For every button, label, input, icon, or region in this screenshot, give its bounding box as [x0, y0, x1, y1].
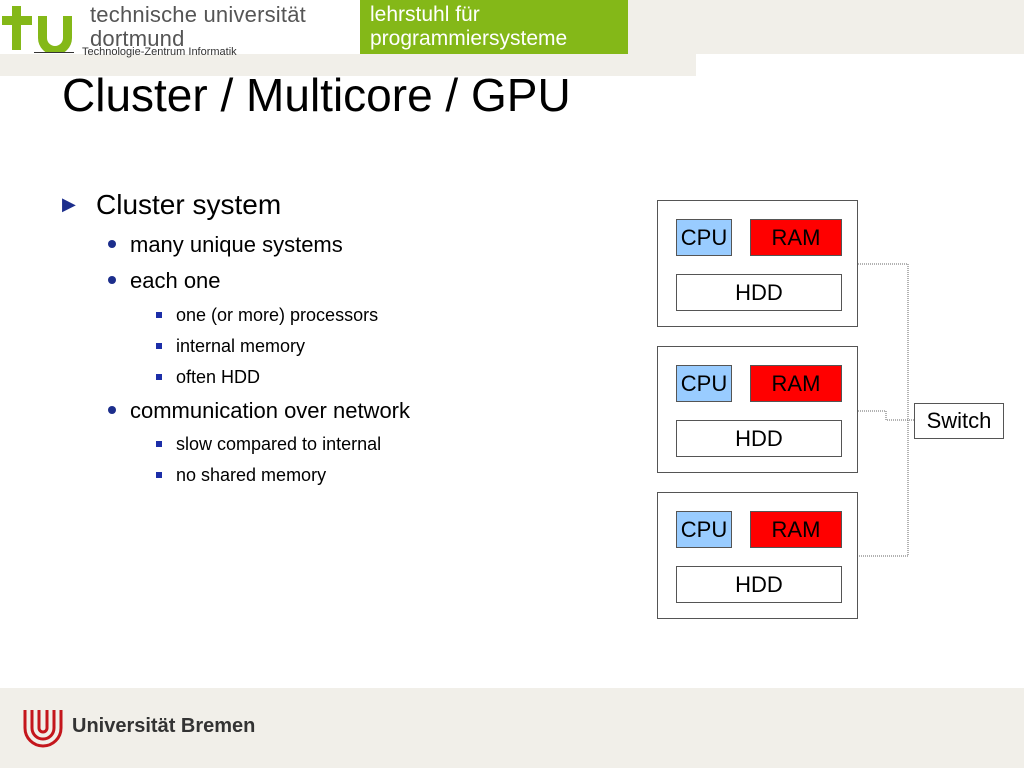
bullet-no-shared: no shared memory	[156, 464, 326, 486]
bullet-often-hdd: often HDD	[156, 366, 260, 388]
footer-bar	[0, 688, 1024, 768]
triangle-bullet-icon: ▶	[62, 194, 76, 214]
ram-box: RAM	[750, 511, 842, 548]
bullet-processors: one (or more) processors	[156, 304, 378, 326]
hdd-box: HDD	[676, 420, 842, 457]
bullet-each-one: each one	[108, 268, 221, 294]
bullet-cluster-system: ▶Cluster system	[62, 189, 282, 220]
square-bullet-icon	[156, 472, 162, 478]
square-bullet-icon	[156, 441, 162, 447]
cluster-node-3: CPU RAM HDD	[657, 492, 858, 619]
header-subtitle: Technologie-Zentrum Informatik	[30, 46, 237, 58]
tu-logo-block: technische universität dortmund	[0, 0, 360, 54]
ram-box: RAM	[750, 365, 842, 402]
square-bullet-icon	[156, 343, 162, 349]
bullet-slow-compared: slow compared to internal	[156, 433, 381, 455]
bullet-many-unique: many unique systems	[108, 232, 343, 258]
square-bullet-icon	[156, 312, 162, 318]
ram-box: RAM	[750, 219, 842, 256]
switch-box: Switch	[914, 403, 1004, 439]
chair-banner: lehrstuhl für programmiersysteme	[360, 0, 628, 54]
cluster-node-1: CPU RAM HDD	[657, 200, 858, 327]
cluster-node-2: CPU RAM HDD	[657, 346, 858, 473]
bullet-communication: communication over network	[108, 398, 410, 424]
hdd-box: HDD	[676, 274, 842, 311]
footer-university-name: Universität Bremen	[72, 715, 256, 737]
university-bremen-logo-icon	[23, 710, 63, 748]
page-title: Cluster / Multicore / GPU	[62, 69, 571, 121]
square-bullet-icon	[156, 374, 162, 380]
dot-bullet-icon	[108, 240, 116, 248]
chair-name: lehrstuhl für programmiersysteme	[370, 3, 568, 50]
tu-dortmund-logo-icon	[2, 6, 72, 52]
dot-bullet-icon	[108, 406, 116, 414]
hdd-box: HDD	[676, 566, 842, 603]
cpu-box: CPU	[676, 365, 732, 402]
university-name: technische universität dortmund	[90, 2, 306, 51]
cpu-box: CPU	[676, 511, 732, 548]
header-strip	[0, 54, 696, 76]
dot-bullet-icon	[108, 276, 116, 284]
cpu-box: CPU	[676, 219, 732, 256]
bullet-internal-memory: internal memory	[156, 335, 305, 357]
